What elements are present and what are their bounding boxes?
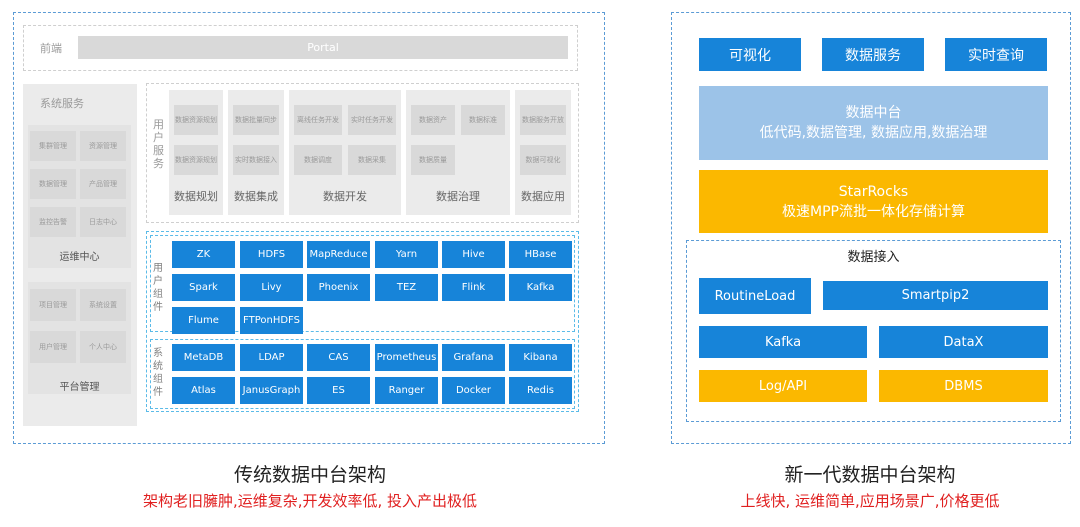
user-service-group-label: 数据应用 (521, 190, 565, 203)
user-component-button: HDFS (240, 241, 303, 268)
user-component-button: Spark (172, 274, 235, 301)
user-service-item: 数据质量 (411, 145, 455, 175)
system-component-button: ES (307, 377, 370, 404)
user-service-item: 数据调度 (294, 145, 342, 175)
components-outer-frame (146, 231, 579, 412)
user-component-button: HBase (509, 241, 572, 268)
top-item-data-service: 数据服务 (822, 38, 924, 71)
portal-bar: Portal (78, 36, 568, 59)
data-platform-block: 数据中台 低代码,数据管理, 数据应用,数据治理 (699, 86, 1048, 160)
system-service-title: 系统服务 (40, 97, 84, 110)
system-component-button: Grafana (442, 344, 505, 371)
user-component-button: Hive (442, 241, 505, 268)
platform-item: 个人中心 (80, 331, 126, 363)
user-service-group-label: 数据治理 (436, 190, 480, 203)
user-component-button: Flume (172, 307, 235, 334)
ops-item: 集群管理 (30, 131, 76, 161)
user-service-item: 数据采集 (348, 145, 396, 175)
user-service-item: 数据资源规划 (174, 145, 218, 175)
user-service-panel (146, 83, 579, 223)
user-service-group-label: 数据集成 (234, 190, 278, 203)
system-components-frame (150, 339, 575, 409)
data-platform-title: 数据中台 (845, 105, 902, 121)
user-component-button: Phoenix (307, 274, 370, 301)
frontend-row (23, 25, 578, 71)
user-service-group-label: 数据规划 (174, 190, 218, 203)
user-components-label: 用户组件 (153, 263, 164, 313)
user-service-group-label: 数据开发 (323, 190, 367, 203)
routineload-box: RoutineLoad (699, 278, 811, 314)
platform-mgmt-label: 平台管理 (59, 382, 100, 393)
system-component-button: LDAP (240, 344, 303, 371)
starrocks-title: StarRocks (838, 183, 909, 200)
data-ingest-title: 数据接入 (847, 250, 900, 265)
ops-center-label: 运维中心 (59, 252, 100, 263)
user-component-button: FTPonHDFS (240, 307, 303, 334)
user-service-item: 实时任务开发 (348, 105, 396, 135)
kafka-box: Kafka (699, 326, 867, 358)
data-platform-desc: 低代码,数据管理, 数据应用,数据治理 (759, 125, 988, 141)
system-component-button: Ranger (375, 377, 438, 404)
system-component-button: Redis (509, 377, 572, 404)
log-api-box: Log/API (699, 370, 867, 402)
user-service-item: 数据标准 (461, 105, 505, 135)
frontend-label: 前端 (40, 42, 62, 55)
new-caption-sub: 上线快, 运维简单,应用场景广,价格更低 (740, 492, 1000, 510)
dbms-box: DBMS (879, 370, 1048, 402)
user-component-button: TEZ (375, 274, 438, 301)
ops-item: 日志中心 (80, 207, 126, 237)
platform-item: 用户管理 (30, 331, 76, 363)
starrocks-desc: 极速MPP流批一体化存储计算 (782, 203, 965, 220)
new-caption-title: 新一代数据中台架构 (784, 464, 956, 486)
system-components-label: 系统组件 (153, 348, 164, 398)
ops-item: 数据管理 (30, 169, 76, 199)
data-ingest-frame (686, 240, 1061, 422)
user-service-item: 实时数据接入 (233, 145, 279, 175)
user-component-button: ZK (172, 241, 235, 268)
user-component-button: Kafka (509, 274, 572, 301)
ops-item: 产品管理 (80, 169, 126, 199)
user-service-item: 数据服务开放 (520, 105, 566, 135)
system-component-button: Kibana (509, 344, 572, 371)
system-component-button: JanusGraph (240, 377, 303, 404)
platform-item: 系统设置 (80, 289, 126, 321)
user-service-item: 数据资产 (411, 105, 455, 135)
user-component-button: Flink (442, 274, 505, 301)
top-item-visualization: 可视化 (699, 38, 801, 71)
system-component-button: Atlas (172, 377, 235, 404)
user-component-button: Yarn (375, 241, 438, 268)
user-component-button: Livy (240, 274, 303, 301)
user-service-label: 用户服务 (153, 118, 165, 170)
traditional-caption-title: 传统数据中台架构 (233, 464, 386, 486)
datax-box: DataX (879, 326, 1048, 358)
system-component-button: MetaDB (172, 344, 235, 371)
user-service-item: 离线任务开发 (294, 105, 342, 135)
ops-item: 监控告警 (30, 207, 76, 237)
user-service-item: 数据资源规划 (174, 105, 218, 135)
starrocks-block: StarRocks 极速MPP流批一体化存储计算 (699, 170, 1048, 233)
user-service-item: 数据可视化 (520, 145, 566, 175)
system-component-button: CAS (307, 344, 370, 371)
portal-label: Portal (307, 41, 339, 54)
top-item-realtime-query: 实时查询 (945, 38, 1047, 71)
ops-item: 资源管理 (80, 131, 126, 161)
system-component-button: Docker (442, 377, 505, 404)
traditional-caption-sub: 架构老旧臃肿,运维复杂,开发效率低, 投入产出极低 (142, 492, 478, 510)
user-components-frame (150, 235, 575, 332)
platform-item: 项目管理 (30, 289, 76, 321)
smartpip2-box: Smartpip2 (823, 281, 1048, 310)
user-service-item: 数据批量同步 (233, 105, 279, 135)
new-architecture-frame (671, 12, 1071, 444)
user-component-button: MapReduce (307, 241, 370, 268)
traditional-architecture-frame (13, 12, 605, 444)
system-component-button: Prometheus (375, 344, 438, 371)
